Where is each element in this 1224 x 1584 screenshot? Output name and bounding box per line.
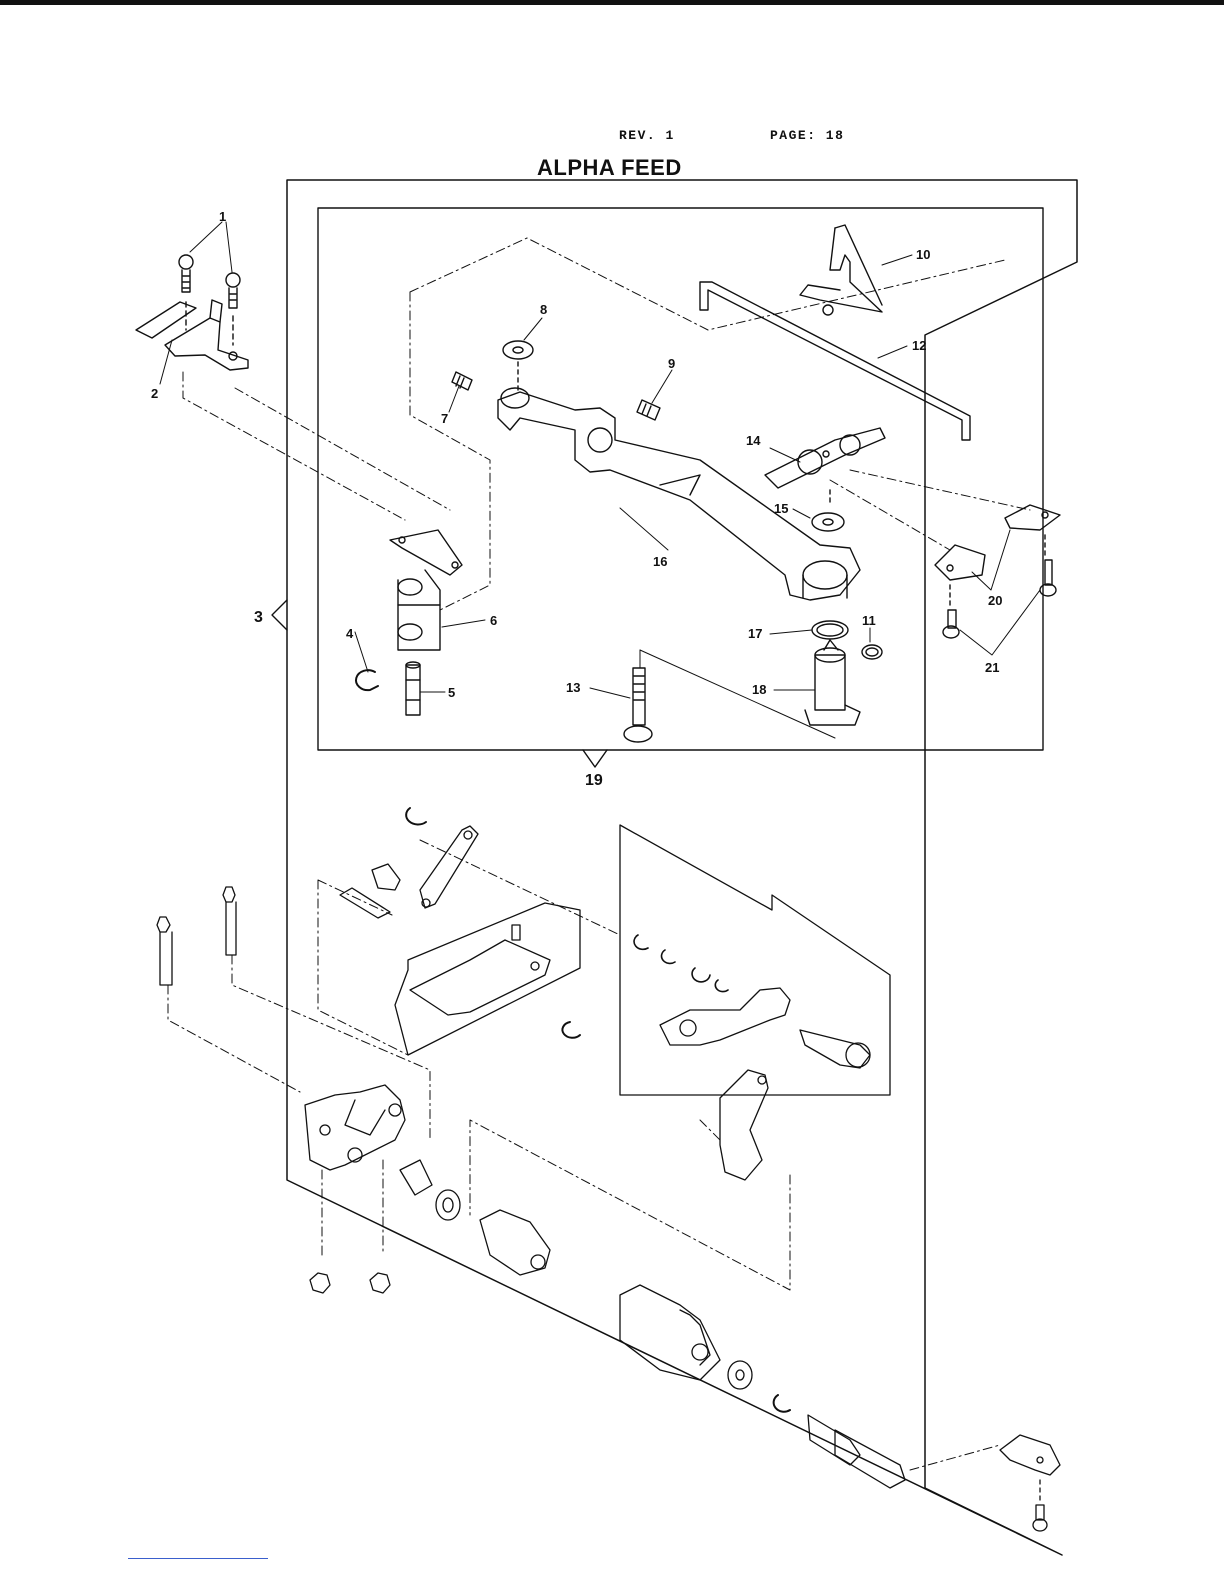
callout-14: 14 [746, 433, 761, 448]
part-8-washer [503, 341, 533, 359]
part-18-stud [805, 640, 860, 725]
callout-12: 12 [912, 338, 926, 353]
callout-6: 6 [490, 613, 497, 628]
callout-3: 3 [254, 609, 263, 626]
callout-2: 2 [151, 386, 158, 401]
footer-underline [128, 1558, 268, 1559]
part-6-bracket [390, 530, 462, 650]
callout-20: 20 [988, 593, 1002, 608]
part-12-rod [700, 282, 970, 440]
bracket-3 [272, 600, 287, 630]
assembly-outline-3 [287, 180, 1077, 1555]
callout-21: 21 [985, 660, 999, 675]
bracket-19 [583, 750, 607, 767]
part-15-washer [812, 513, 844, 531]
callout-11: 11 [862, 613, 876, 628]
part-16-arm [498, 388, 860, 600]
callout-19: 19 [585, 772, 603, 789]
part-4-clip [356, 670, 378, 690]
callout-leaders [160, 222, 1040, 698]
callout-4: 4 [346, 626, 354, 641]
callout-9: 9 [668, 356, 675, 371]
part-13-bolt [624, 668, 652, 742]
callout-18: 18 [752, 682, 766, 697]
part-14-shaft [765, 428, 885, 488]
callout-16: 16 [653, 554, 667, 569]
callout-7: 7 [441, 411, 448, 426]
callout-1: 1 [219, 209, 226, 224]
callout-8: 8 [540, 302, 547, 317]
part-9-setscrew [637, 400, 660, 420]
callout-5: 5 [448, 685, 455, 700]
part-7-setscrew [452, 372, 472, 390]
callout-10: 10 [916, 247, 930, 262]
part-17-ring [812, 621, 848, 639]
part-2-bracket [136, 300, 248, 370]
callout-15: 15 [774, 501, 788, 516]
callout-17: 17 [748, 626, 762, 641]
part-10-spring [800, 225, 882, 315]
part-5-pin [406, 662, 420, 715]
callout-13: 13 [566, 680, 580, 695]
part-11-washer [862, 645, 882, 659]
